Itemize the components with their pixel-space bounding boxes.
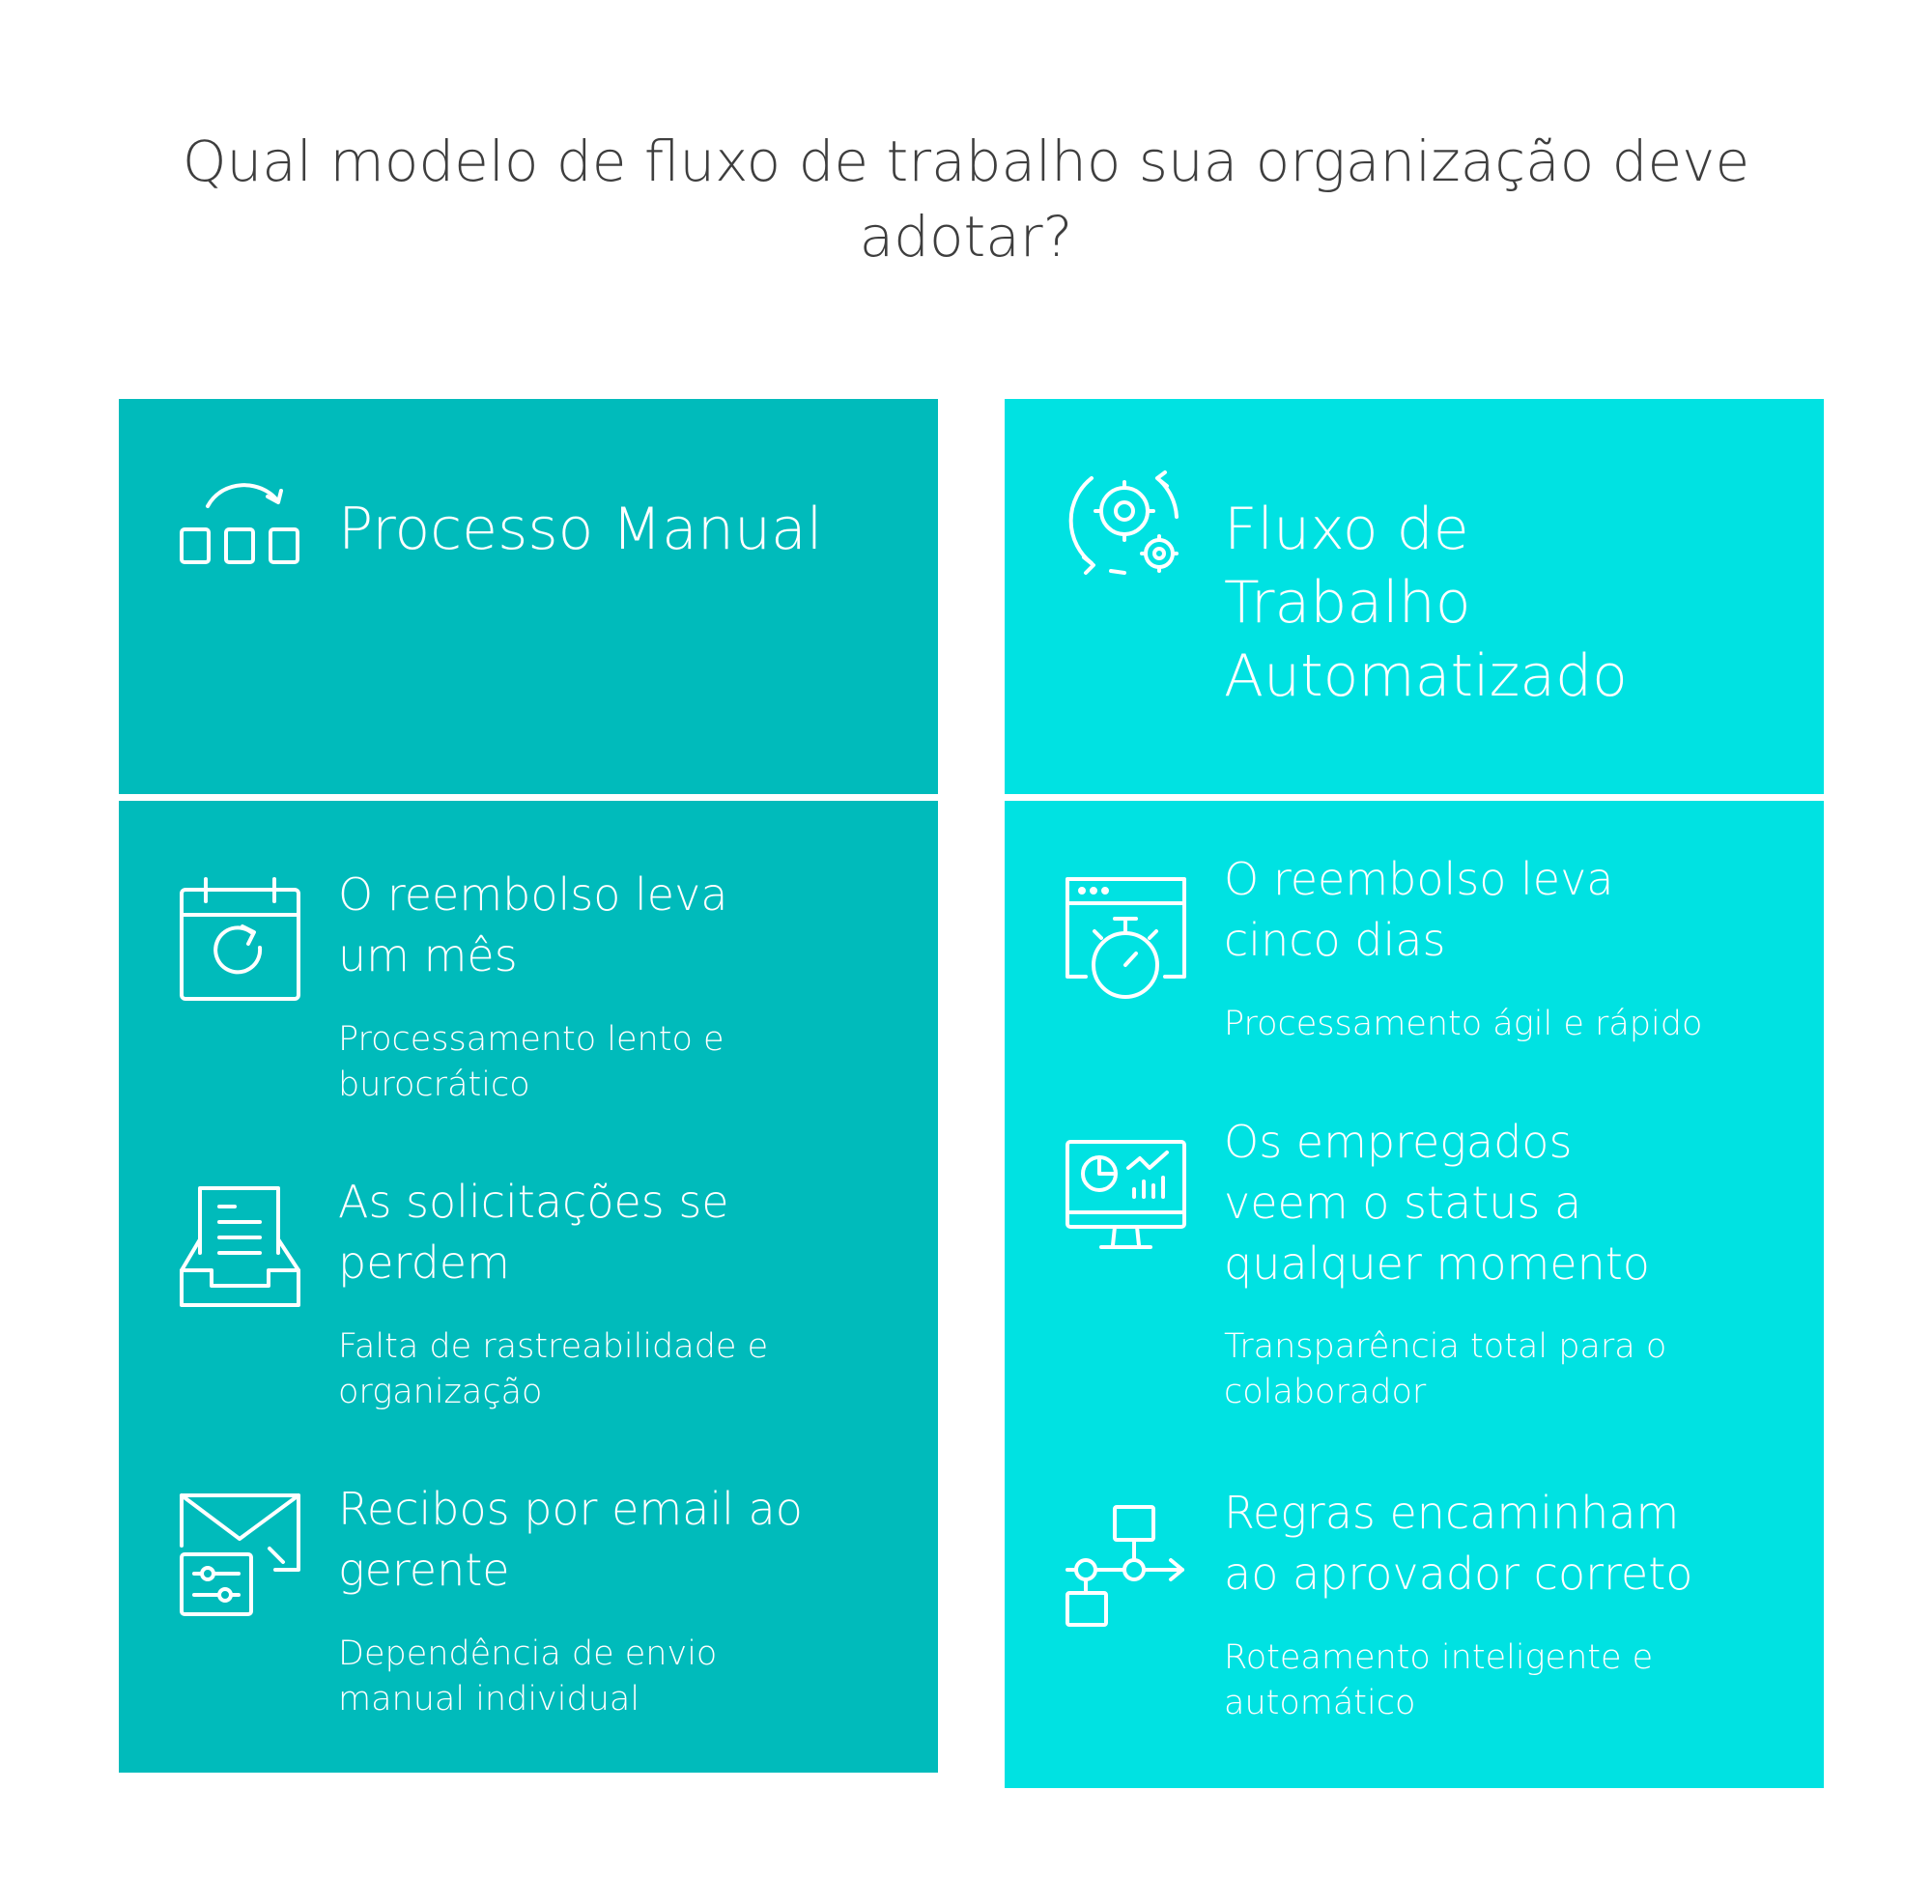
page-title-line-1: Qual modelo de fluxo de trabalho sua org… [182,128,1750,194]
automated-workflow-title: Fluxo de Trabalho Automatizado [1224,496,1628,710]
routing-flow-icon [1065,1504,1187,1628]
process-blocks-icon [179,479,300,566]
page-title: Qual modelo de fluxo de trabalho sua org… [58,124,1874,274]
list-item-title: O reembolso leva um mês [338,868,728,981]
list-item-description: Processamento ágil e rápido [1224,1005,1703,1043]
document-tray-icon [179,1185,301,1309]
list-item-title: Recibos por email ao gerente [338,1483,803,1596]
automated-workflow-list: O reembolso leva cinco dias Processament… [1005,801,1824,1788]
automated-workflow-header: Fluxo de Trabalho Automatizado [1005,399,1824,794]
list-item-description: Transparência total para o colaborador [1224,1327,1667,1411]
monitor-dashboard-icon [1065,1139,1187,1255]
list-item-title: As solicitações se perdem [338,1176,729,1289]
page-title-line-2: adotar? [859,204,1073,270]
manual-process-title: Processo Manual [338,496,823,563]
list-item-title: Regras encaminham ao aprovador correto [1224,1487,1693,1600]
manual-process-list: O reembolso leva um mês Processamento le… [119,801,938,1773]
list-item-description: Processamento lento e burocrático [338,1020,724,1104]
manual-process-header: Processo Manual [119,399,938,794]
list-item-title: O reembolso leva cinco dias [1224,853,1614,966]
gears-cycle-icon [1065,459,1186,581]
browser-stopwatch-icon [1065,876,1187,1002]
email-settings-icon [179,1492,301,1618]
list-item-description: Roteamento inteligente e automático [1224,1638,1654,1722]
list-item-description: Dependência de envio manual individual [338,1634,718,1719]
list-item-title: Os empregados veem o status a qualquer m… [1224,1116,1650,1290]
list-item-description: Falta de rastreabilidade e organização [338,1327,769,1411]
calendar-refresh-icon [179,876,301,1002]
